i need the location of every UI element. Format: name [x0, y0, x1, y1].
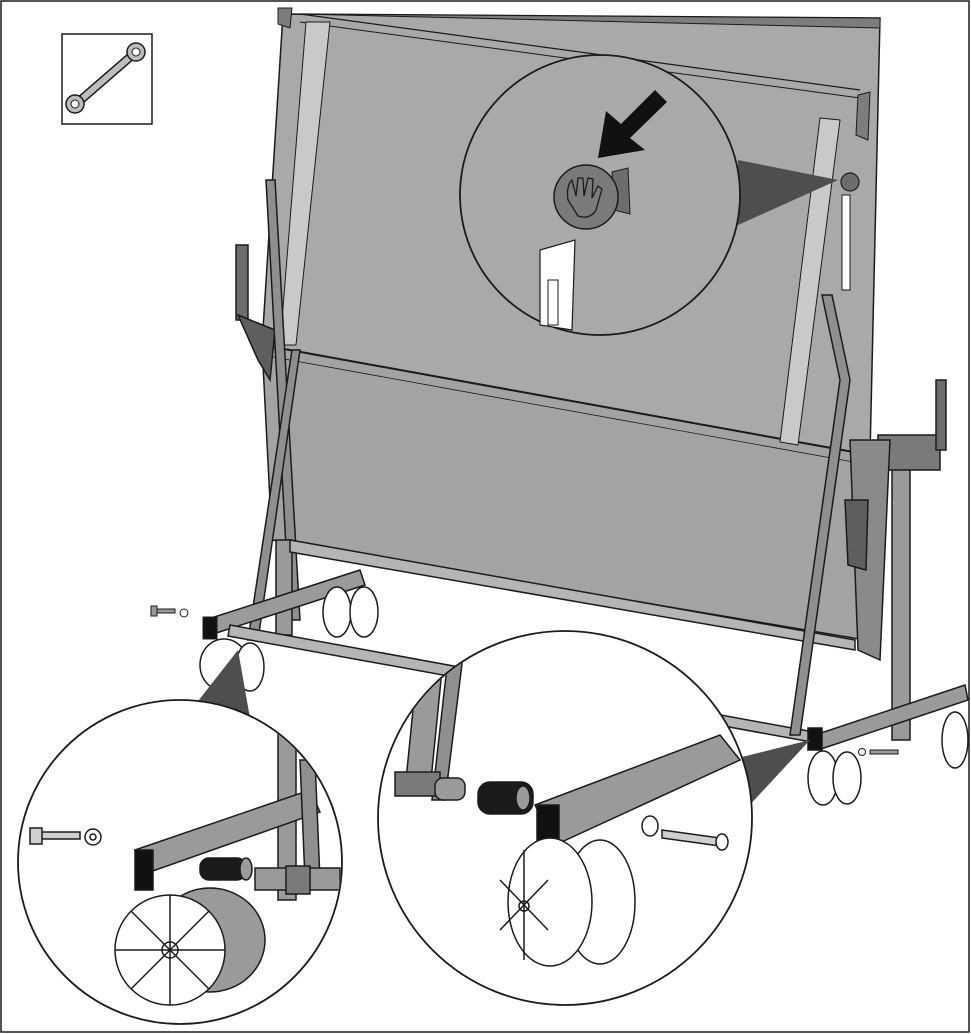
double-ended-wrench-icon — [65, 42, 146, 114]
hand-press-knob-icon — [566, 177, 603, 218]
left-base-bolt — [150, 605, 218, 640]
wheel-axle-left-detail — [17, 650, 343, 1025]
wrench-tool-box — [61, 33, 153, 125]
lock-knob — [840, 172, 860, 192]
arrow-icon — [598, 90, 667, 158]
lock-knob-detail — [459, 54, 838, 336]
right-base-bolt — [858, 748, 899, 756]
